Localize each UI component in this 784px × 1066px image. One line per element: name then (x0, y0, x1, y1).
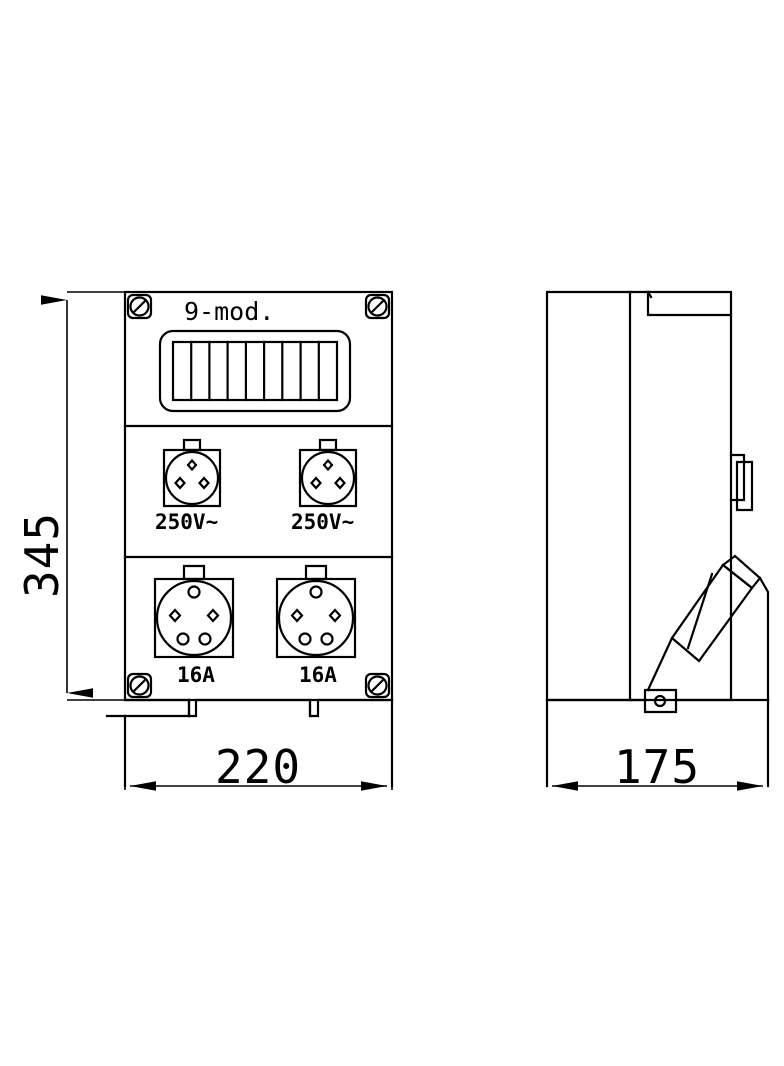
socket-16a-right-icon (275, 564, 357, 659)
screw-top-left-icon (126, 293, 153, 320)
side-dimension-group: 175 (552, 740, 763, 794)
socket-250v-right-label: 250V~ (291, 510, 354, 534)
side-bracket-hole (653, 694, 667, 708)
socket-250v-left-label: 250V~ (155, 510, 218, 534)
socket-16a-left-label: 16A (177, 663, 215, 687)
module-title-label: 9-mod. (184, 297, 274, 326)
front-dimension-group: 345 220 (15, 291, 393, 794)
side-angled-socket-cap (721, 554, 762, 590)
module-window-frame (158, 329, 352, 413)
module-slot-dividers (190, 340, 320, 402)
side-base-outline (545, 698, 770, 788)
side-mounting-bracket (643, 688, 678, 714)
side-top-lid (646, 290, 733, 317)
dim-220-label: 220 (215, 740, 301, 794)
dim-175-label: 175 (614, 740, 700, 794)
socket-16a-left-icon (153, 564, 235, 659)
side-socket-slope (646, 576, 770, 702)
side-top-lid-corner (646, 290, 653, 299)
side-view-group (545, 290, 770, 788)
front-bottom-lip (123, 698, 394, 718)
front-view-group: 9-mod. 250V~ (105, 290, 394, 788)
socket-250v-right-icon (298, 438, 358, 508)
socket-250v-left-icon (162, 438, 222, 508)
side-enclosure-outline (545, 290, 733, 702)
screw-bottom-left-icon (126, 672, 153, 699)
screw-top-right-icon (364, 293, 391, 320)
dim-345-label: 345 (15, 512, 69, 598)
socket-16a-right-label: 16A (299, 663, 337, 687)
side-angled-socket-inner-line (686, 572, 714, 650)
screw-bottom-right-icon (364, 672, 391, 699)
side-latch-tab-outer (735, 460, 754, 512)
module-window-inner (171, 340, 339, 402)
